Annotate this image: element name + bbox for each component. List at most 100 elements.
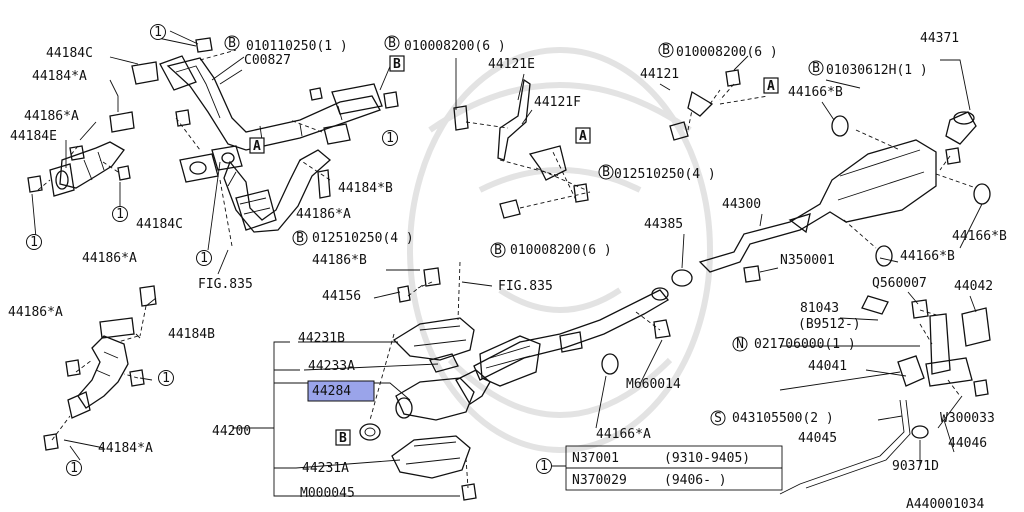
part-label[interactable]: 44184*A [98, 441, 153, 456]
circle-letter-text[interactable]: S [714, 411, 722, 426]
rear-muffler-44300[interactable] [698, 139, 937, 273]
table-date-range: (9406- ) [664, 473, 727, 488]
gaskets-upper[interactable] [109, 61, 351, 183]
circle-ref-number[interactable]: 1 [70, 461, 78, 476]
part-label[interactable]: 44121F [534, 95, 581, 110]
heat-shield-44231a[interactable] [391, 435, 471, 479]
circle-letter-text[interactable]: B [296, 231, 304, 246]
part-label[interactable]: FIG.835 [498, 279, 553, 294]
part-label[interactable]: 44046 [948, 436, 987, 451]
part-label[interactable]: 44166*B [788, 85, 843, 100]
ref-box-letter[interactable]: A [253, 139, 261, 154]
part-label[interactable]: 44385 [644, 217, 683, 232]
cable-44045[interactable] [779, 399, 911, 495]
label-leader-lines [31, 30, 983, 497]
part-label[interactable]: 44184C [46, 46, 93, 61]
part-label[interactable]: 010008200(6 ) [510, 243, 612, 258]
part-label[interactable]: 01030612H(1 ) [826, 63, 928, 78]
circle-ref-number[interactable]: 1 [154, 25, 162, 40]
ref-box-letter[interactable]: A [767, 79, 775, 94]
plug-90371d[interactable] [911, 425, 929, 439]
rubber-mounts[interactable] [601, 115, 991, 375]
highlighted-part-label[interactable]: 44284 [312, 384, 351, 399]
heat-shield-44233a[interactable] [429, 353, 459, 373]
center-exhaust-pipe[interactable] [473, 287, 669, 387]
part-label[interactable]: 44186*A [24, 109, 79, 124]
part-label[interactable]: 44184E [10, 129, 57, 144]
part-label[interactable]: 44200 [212, 424, 251, 439]
part-label[interactable]: M660014 [626, 377, 681, 392]
circle-letter-text[interactable]: N [736, 337, 744, 352]
part-label[interactable]: 44186*B [312, 253, 367, 268]
part-label[interactable]: 010008200(6 ) [676, 45, 778, 60]
part-label[interactable]: 44166*A [596, 427, 651, 442]
catalytic-converter-44231b[interactable] [392, 317, 475, 361]
y-pipe-lower-left[interactable] [223, 149, 331, 233]
table-part-no[interactable]: N37001 [572, 451, 619, 466]
part-label[interactable]: 44166*B [952, 229, 1007, 244]
ref-box-letter[interactable]: B [339, 431, 347, 446]
circle-ref [66, 460, 82, 476]
tail-tip-44371[interactable] [945, 111, 977, 145]
front-exhaust-pipe-upper[interactable] [159, 55, 383, 151]
part-label[interactable]: 44045 [798, 431, 837, 446]
part-label[interactable]: 44186*A [296, 207, 351, 222]
circle-ref-number[interactable]: 1 [116, 207, 124, 222]
left-exhaust-pipe-part[interactable] [49, 141, 125, 197]
circle-letter-text[interactable]: B [602, 165, 610, 180]
part-label[interactable]: 44231A [302, 461, 349, 476]
circle-letter-text[interactable]: B [228, 36, 236, 51]
part-label[interactable]: 44041 [808, 359, 847, 374]
part-label[interactable]: 010008200(6 ) [404, 39, 506, 54]
part-label[interactable]: N350001 [780, 253, 835, 268]
part-label[interactable]: M000045 [300, 486, 355, 501]
part-label[interactable]: Q560007 [872, 276, 927, 291]
part-label[interactable]: 44156 [322, 289, 361, 304]
part-label[interactable]: 44186*A [8, 305, 63, 320]
part-label[interactable]: 44186*A [82, 251, 137, 266]
bolts-and-nuts[interactable] [27, 37, 989, 501]
circle-ref-number[interactable]: 1 [30, 235, 38, 250]
circle-ref-number[interactable]: 1 [200, 251, 208, 266]
part-label[interactable]: 012510250(4 ) [312, 231, 414, 246]
part-label[interactable]: 90371D [892, 459, 939, 474]
part-label[interactable]: W300033 [940, 411, 995, 426]
oxygen-sensor-44041[interactable] [779, 295, 925, 391]
part-label[interactable]: 44184*B [338, 181, 393, 196]
gasket-44284[interactable] [359, 423, 381, 441]
part-label[interactable]: 44371 [920, 31, 959, 46]
part-label[interactable]: FIG.835 [198, 277, 253, 292]
sensor-bracket-44042[interactable] [925, 307, 991, 387]
table-part-no[interactable]: N370029 [572, 473, 627, 488]
circle-letter-text[interactable]: B [388, 36, 396, 51]
part-label[interactable]: 44042 [954, 279, 993, 294]
part-label[interactable]: 44121 [640, 67, 679, 82]
part-label[interactable]: 44184C [136, 217, 183, 232]
part-label[interactable]: 44233A [308, 359, 355, 374]
part-label[interactable]: 021706000(1 ) [754, 337, 856, 352]
part-label[interactable]: C00827 [244, 53, 291, 68]
catalytic-converter-front[interactable] [395, 369, 491, 421]
part-label[interactable]: A440001034 [906, 497, 984, 512]
part-label[interactable]: (B9512-) [798, 317, 861, 332]
ref-box-letter[interactable]: A [579, 129, 587, 144]
ref-box-letter[interactable]: B [393, 57, 401, 72]
part-label[interactable]: 010110250(1 ) [246, 39, 348, 54]
left-lower-pipe[interactable] [67, 317, 135, 419]
circle-letter-text[interactable]: B [812, 61, 820, 76]
circle-letter-text[interactable]: B [662, 43, 670, 58]
part-label[interactable]: 44184B [168, 327, 215, 342]
part-label[interactable]: 012510250(4 ) [614, 167, 716, 182]
circle-ref-number[interactable]: 1 [162, 371, 170, 386]
circle-ref-number[interactable]: 1 [386, 131, 394, 146]
part-label[interactable]: 043105500(2 ) [732, 411, 834, 426]
part-label[interactable]: 44121E [488, 57, 535, 72]
circle-letter-text[interactable]: B [494, 243, 502, 258]
part-label[interactable]: 44231B [298, 331, 345, 346]
part-label[interactable]: 81043 [800, 301, 839, 316]
part-label[interactable]: 44166*B [900, 249, 955, 264]
part-label[interactable]: 44300 [722, 197, 761, 212]
circle-letter [732, 336, 748, 352]
part-label[interactable]: 44184*A [32, 69, 87, 84]
